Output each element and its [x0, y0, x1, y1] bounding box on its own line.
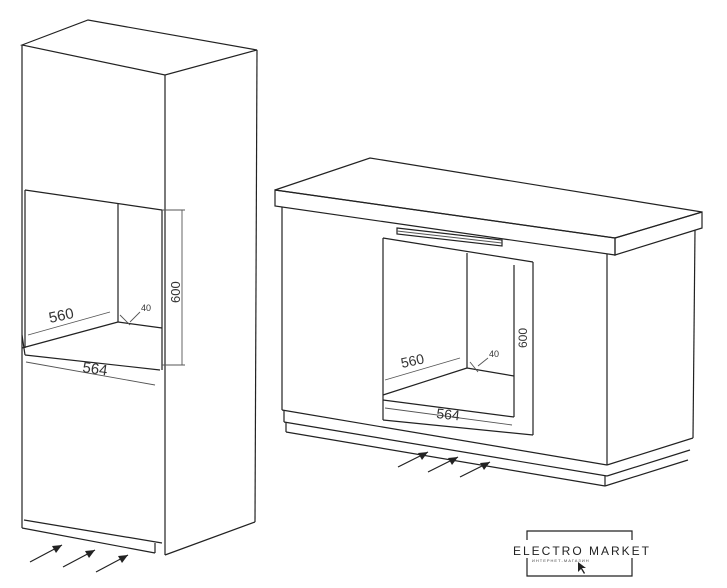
ventilation-slot: [396, 227, 503, 247]
cursor-icon: [578, 562, 586, 574]
left-airflow-arrows: [29, 544, 129, 573]
right-gap-label: 40: [489, 349, 499, 359]
right-height-label: 600: [516, 328, 530, 348]
left-niche: [21, 189, 163, 371]
airflow-arrow-icon: [95, 554, 129, 573]
airflow-arrow-icon: [29, 544, 63, 563]
airflow-arrow-icon: [427, 456, 459, 473]
right-dimensions: 560 564 600 40: [384, 328, 530, 426]
right-width-label: 564: [436, 405, 461, 423]
left-depth-label: 560: [47, 305, 75, 327]
right-niche: [382, 237, 534, 436]
left-height-label: 600: [168, 281, 183, 303]
electro-market-logo: ELECTRO MARKET ИНТЕРНЕТ-МАГАЗИН: [513, 530, 651, 577]
airflow-arrow-icon: [459, 461, 491, 478]
right-airflow-arrows: [397, 451, 491, 478]
right-cabinet: 560 564 600 40: [274, 157, 703, 487]
airflow-arrow-icon: [62, 549, 96, 568]
left-dimensions: 560 564 600 40: [25, 209, 185, 386]
right-cabinet-top: [274, 157, 703, 239]
logo-subtitle: ИНТЕРНЕТ-МАГАЗИН: [532, 558, 590, 563]
left-cabinet: 560 564 600 40: [19, 19, 258, 573]
airflow-arrow-icon: [397, 451, 429, 468]
left-cabinet-top: [19, 19, 258, 76]
logo-title: ELECTRO MARKET: [513, 544, 651, 558]
left-width-label: 564: [81, 359, 108, 379]
right-depth-label: 560: [399, 350, 425, 371]
left-gap-label: 40: [141, 303, 151, 313]
